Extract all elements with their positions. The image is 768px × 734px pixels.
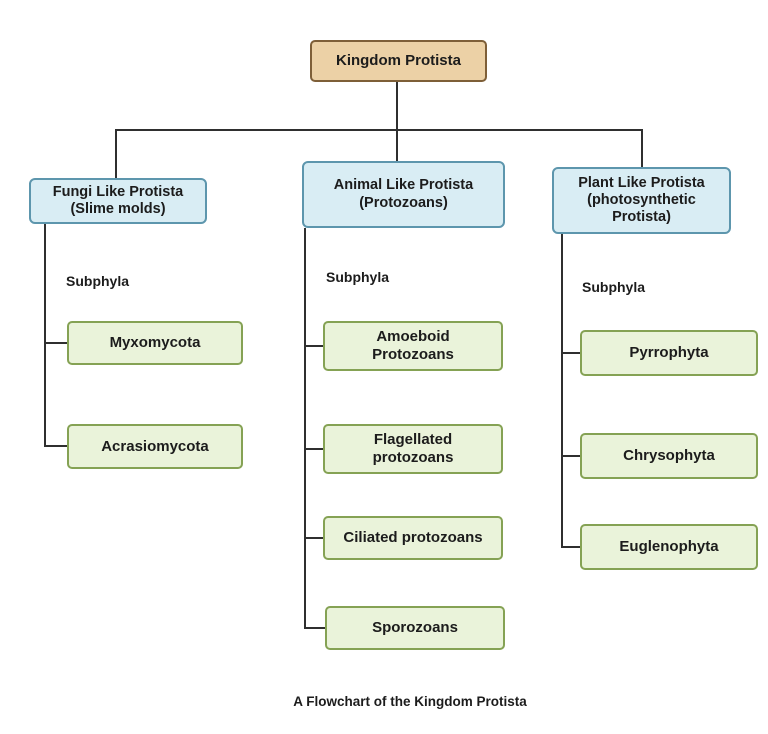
node-euglenophyta: Euglenophyta [580, 524, 758, 570]
node-ciliated-protozoans: Ciliated protozoans [323, 516, 503, 560]
connector-left-vertical [44, 224, 46, 447]
connector-middle-stub-4 [304, 627, 325, 629]
connector-middle-stub-1 [304, 345, 323, 347]
node-fungi-like-protista: Fungi Like Protista (Slime molds) [29, 178, 207, 224]
node-acrasiomycota: Acrasiomycota [67, 424, 243, 469]
connector-horizontal [115, 129, 643, 131]
node-flagellated-protozoans: Flagellated protozoans [323, 424, 503, 474]
connector-middle-stub-3 [304, 537, 323, 539]
subphyla-label-fungi: Subphyla [66, 273, 130, 289]
connector-right-stub-3 [561, 546, 580, 548]
connector-right-stub-2 [561, 455, 580, 457]
connector-right-vertical [561, 234, 563, 548]
node-myxomycota: Myxomycota [67, 321, 243, 365]
connector-middle-vertical [304, 228, 306, 629]
node-chrysophyta: Chrysophyta [580, 433, 758, 479]
connector-trunk-vertical [396, 82, 398, 130]
subphyla-label-animal: Subphyla [326, 269, 390, 285]
subphyla-label-plant: Subphyla [582, 279, 646, 295]
connector-right-stub-1 [561, 352, 580, 354]
node-kingdom-protista: Kingdom Protista [310, 40, 487, 82]
connector-left-stub-2 [44, 445, 67, 447]
node-amoeboid-protozoans: Amoeboid Protozoans [323, 321, 503, 371]
connector-left-stub-1 [44, 342, 67, 344]
node-pyrrophyta: Pyrrophyta [580, 330, 758, 376]
caption: A Flowchart of the Kingdom Protista [293, 694, 527, 709]
node-plant-like-protista: Plant Like Protista (photosynthetic Prot… [552, 167, 731, 234]
connector-drop-right [641, 129, 643, 168]
connector-middle-stub-2 [304, 448, 323, 450]
node-animal-like-protista: Animal Like Protista (Protozoans) [302, 161, 505, 228]
node-sporozoans: Sporozoans [325, 606, 505, 650]
connector-drop-left [115, 129, 117, 179]
connector-drop-middle [396, 129, 398, 162]
